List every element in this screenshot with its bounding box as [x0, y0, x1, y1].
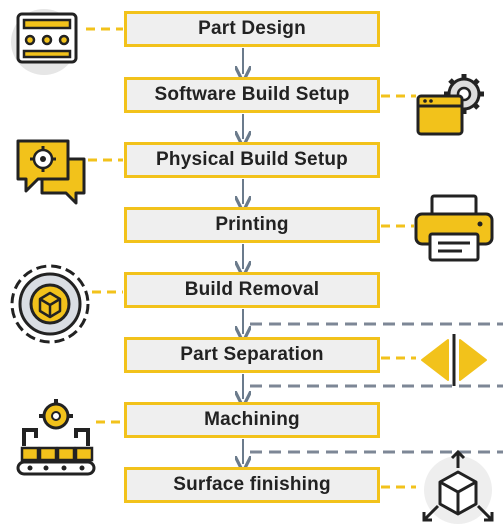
gear-box-icon: [8, 262, 92, 346]
step-part-design: Part Design: [124, 11, 380, 47]
split-arrows-icon: [418, 330, 490, 390]
step-physical-build-setup: Physical Build Setup: [124, 142, 380, 178]
step-software-build-setup: Software Build Setup: [124, 77, 380, 113]
step-machining: Machining: [124, 402, 380, 438]
printer-icon: [412, 190, 496, 266]
cube-arrows-icon: [416, 448, 500, 527]
ui-layout-icon: [4, 6, 86, 76]
robot-arms-conveyor-icon: [14, 396, 98, 480]
step-surface-finishing: Surface finishing: [124, 467, 380, 503]
chat-gear-icon: [14, 135, 90, 207]
browser-gear-icon: [414, 70, 486, 140]
step-printing: Printing: [124, 207, 380, 243]
step-part-separation: Part Separation: [124, 337, 380, 373]
step-build-removal: Build Removal: [124, 272, 380, 308]
